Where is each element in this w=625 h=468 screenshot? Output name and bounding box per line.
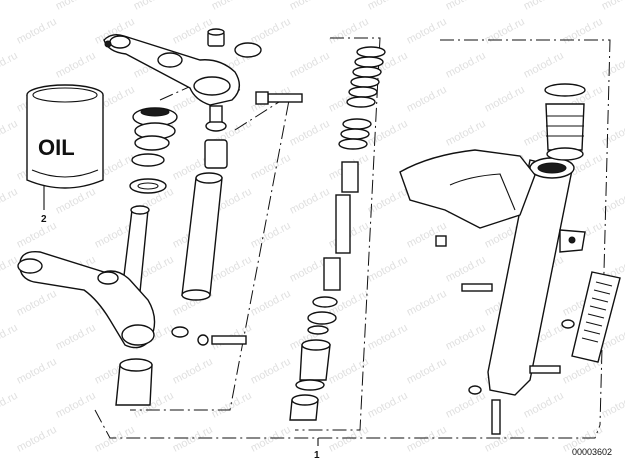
watermark-text: motod.ru [444,0,488,13]
watermark-text: motod.ru [483,84,527,115]
watermark-text: motod.ru [405,84,449,115]
watermark-text: motod.ru [54,0,98,13]
watermark-text: motod.ru [561,16,605,47]
watermark-text: motod.ru [15,288,59,319]
watermark-text: motod.ru [288,0,332,13]
watermark-text: motod.ru [0,50,20,81]
damper-rod [307,161,359,335]
watermark-text: motod.ru [0,322,20,353]
watermark-text: motod.ru [54,390,98,421]
steering-stem [121,205,150,293]
clamp-cap [207,28,262,58]
watermark-text: motod.ru [0,254,20,285]
clamp-bolt [171,326,247,346]
watermark-text: motod.ru [444,322,488,353]
watermark-text: motod.ru [444,118,488,149]
watermark-text: motod.ru [288,186,332,217]
watermark-text: motod.ru [600,390,625,421]
fender-bracket [399,149,536,229]
watermark-text: motod.ru [249,424,293,455]
watermark-text: motod.ru [600,186,625,217]
watermark-text: motod.ru [0,0,20,13]
watermark-text: motod.ru [366,0,410,13]
watermark-text: motod.ru [249,356,293,387]
watermark-text: motod.ru [405,288,449,319]
watermark-text: motod.ru [483,424,527,455]
watermark-text: motod.ru [600,118,625,149]
watermark-text: motod.ru [405,424,449,455]
watermark-text: motod.ru [249,220,293,251]
oil-can: OIL 2 [26,84,104,225]
watermark-text: motod.ru [15,16,59,47]
watermark-text: motod.ru [366,322,410,353]
watermark-text: motod.ru [405,356,449,387]
fork-boot [544,83,586,161]
watermark-text: motod.ru [522,390,566,421]
watermark-text: motod.ru [522,50,566,81]
reflector [571,271,621,363]
watermark-text: motod.ru [249,288,293,319]
damper-sleeve [115,358,153,406]
watermark-text: motod.ru [93,424,137,455]
watermark-text: motod.ru [54,50,98,81]
watermark-text: motod.ru [15,356,59,387]
fork-top-parts [204,105,228,169]
watermark-text: motod.ru [15,424,59,455]
watermark-text: motod.ru [210,390,254,421]
watermark-text: motod.ru [522,0,566,13]
fork-slider [487,157,586,396]
watermark-text: motod.ru [327,424,371,455]
watermark-text: motod.ru [366,254,410,285]
watermark-text: motod.ru [0,118,20,149]
watermark-text: motod.ru [249,152,293,183]
steering-bearing-stack [129,107,178,194]
watermark-text: motod.ru [444,390,488,421]
watermark-text: motod.ru [15,220,59,251]
oil-can-callout: 2 [41,214,47,225]
watermark-text: motod.ru [54,322,98,353]
watermark-text: motod.ru [210,254,254,285]
slider-bolts [435,235,575,435]
watermark-text: motod.ru [249,16,293,47]
damper-piston [289,339,331,421]
assembly-callout: 1 [314,450,320,461]
watermark-text: motod.ru [288,118,332,149]
watermark-text: motod.ru [366,390,410,421]
fork-tube [181,172,223,301]
watermark-text: motod.ru [171,356,215,387]
watermark-text: motod.ru [54,186,98,217]
watermark-text: motod.ru [366,118,410,149]
watermark-text: motod.ru [210,0,254,13]
watermark-text: motod.ru [288,50,332,81]
watermark-text: motod.ru [444,254,488,285]
oil-can-label: OIL [38,135,75,160]
watermark-text: motod.ru [444,50,488,81]
watermark-text: motod.ru [327,16,371,47]
watermark-text: motod.ru [171,424,215,455]
pinch-bolt [255,91,303,105]
watermark-text: motod.ru [483,16,527,47]
watermark-text: motod.ru [132,0,176,13]
diagram-code: 00003602 [572,447,612,457]
watermark-text: motod.ru [405,16,449,47]
lower-triple-clamp [17,251,156,349]
watermark-text: motod.ru [327,356,371,387]
watermark-text: motod.ru [600,50,625,81]
watermark-text: motod.ru [0,390,20,421]
fork-spring [338,46,386,150]
watermark-text: motod.ru [0,186,20,217]
upper-triple-clamp [103,33,240,106]
watermark-text: motod.ru [600,0,625,13]
